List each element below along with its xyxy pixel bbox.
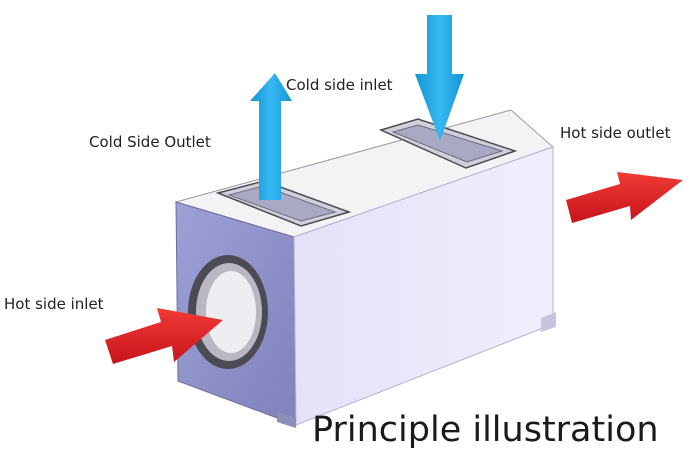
box-foot xyxy=(541,312,556,332)
hot-inlet-arrow-icon xyxy=(105,308,223,364)
cold-side-inlet-label: Cold side inlet xyxy=(286,76,393,94)
hot-inlet-port xyxy=(188,255,268,369)
hot-side-inlet-label: Hot side inlet xyxy=(4,295,104,313)
diagram-caption: Principle illustration xyxy=(312,410,659,450)
cold-side-outlet-label: Cold Side Outlet xyxy=(89,133,211,151)
cold-outlet-arrow-icon xyxy=(250,73,292,200)
hot-outlet-arrow-icon xyxy=(566,172,683,223)
cold-inlet-arrow-icon xyxy=(415,15,464,141)
cold-outlet-port xyxy=(215,180,352,227)
cold-inlet-port xyxy=(378,118,518,169)
box-foot xyxy=(277,412,296,428)
hot-side-outlet-label: Hot side outlet xyxy=(560,124,671,142)
